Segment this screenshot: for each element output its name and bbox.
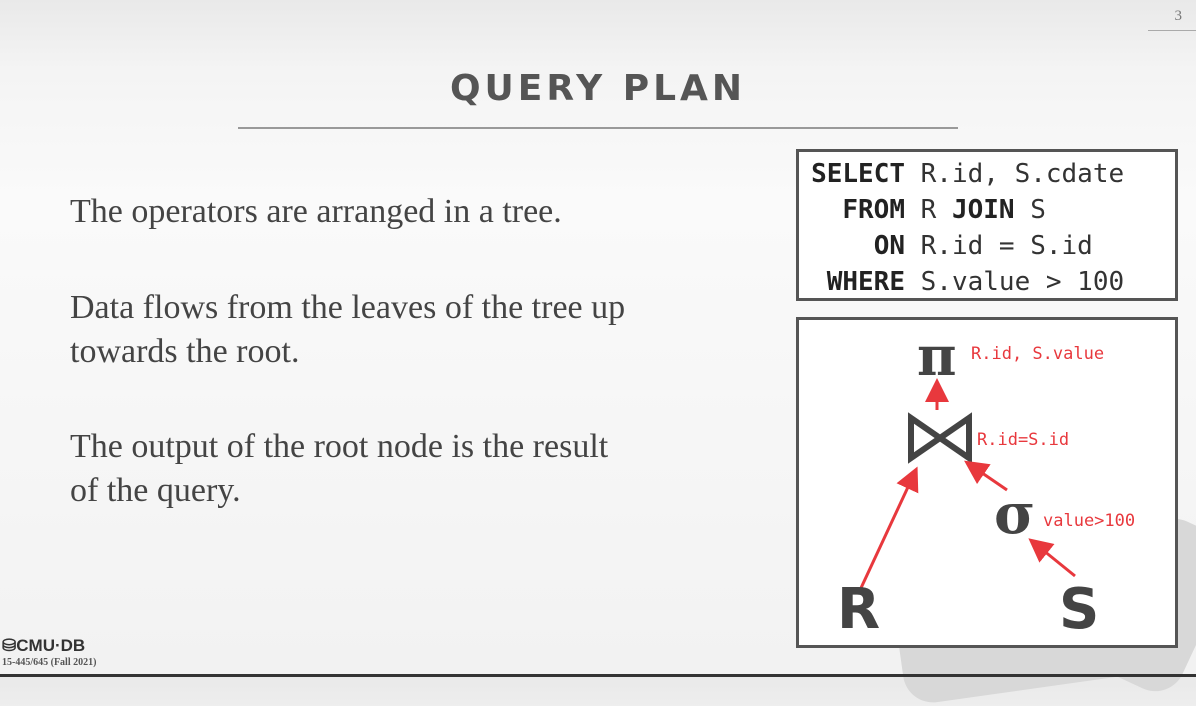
slide-title: QUERY PLAN: [449, 68, 747, 109]
join-label: R.id=S.id: [977, 430, 1069, 450]
join-bowtie-icon: [908, 412, 972, 464]
sql-keyword: FROM: [842, 195, 905, 225]
sql-text: R.id, S.cdate: [905, 159, 1125, 189]
sql-text: S: [1014, 195, 1046, 225]
bullet-text: The output of the root node is the resul…: [70, 428, 609, 509]
sql-text: R: [905, 195, 952, 225]
projection-symbol: π: [917, 324, 957, 388]
title-underline: [238, 127, 958, 129]
sql-line-where: WHERE S.value > 100: [805, 264, 1175, 300]
query-plan-diagram: π R.id, S.value R.id=S.id σ value>100 R …: [837, 324, 1135, 642]
bullet-text: The operators are arranged in a tree.: [70, 193, 562, 230]
projection-label: R.id, S.value: [971, 344, 1104, 364]
bullet-text: Data flows from the leaves of the tree u…: [70, 289, 626, 370]
sql-query-box: SELECT R.id, S.cdate FROM R JOIN S ON R.…: [796, 149, 1178, 301]
sql-line-select: SELECT R.id, S.cdate: [805, 156, 1175, 192]
page-number-rule: [1148, 30, 1196, 31]
arrow-selection-to-join: [964, 460, 1008, 492]
sql-line-on: ON R.id = S.id: [805, 228, 1175, 264]
course-label: 15-445/645 (Fall 2021): [2, 657, 97, 668]
selection-label: value>100: [1043, 511, 1135, 531]
sql-line-from: FROM R JOIN S: [805, 192, 1175, 228]
arrow-s-to-selection: [1028, 538, 1076, 578]
cmu-db-logo: ⛁CMU·DB: [2, 636, 85, 656]
leaf-s: S: [1059, 577, 1099, 642]
logo-text: CMU·DB: [16, 636, 86, 655]
sql-text: S.value > 100: [905, 267, 1125, 297]
sql-text: R.id = S.id: [905, 231, 1093, 261]
query-plan-tree: π R.id, S.value R.id=S.id σ value>100 R …: [796, 317, 1178, 648]
page-number: 3: [1174, 8, 1183, 24]
sql-keyword: JOIN: [951, 195, 1015, 225]
sql-keyword: SELECT: [811, 159, 905, 189]
sql-keyword: ON: [873, 231, 905, 261]
leaf-r: R: [837, 577, 880, 642]
database-icon: ⛁: [2, 636, 17, 655]
arrow-r-to-join: [859, 466, 919, 589]
bottom-border: [0, 674, 1196, 677]
selection-symbol: σ: [994, 481, 1035, 547]
sql-keyword: WHERE: [826, 267, 905, 297]
